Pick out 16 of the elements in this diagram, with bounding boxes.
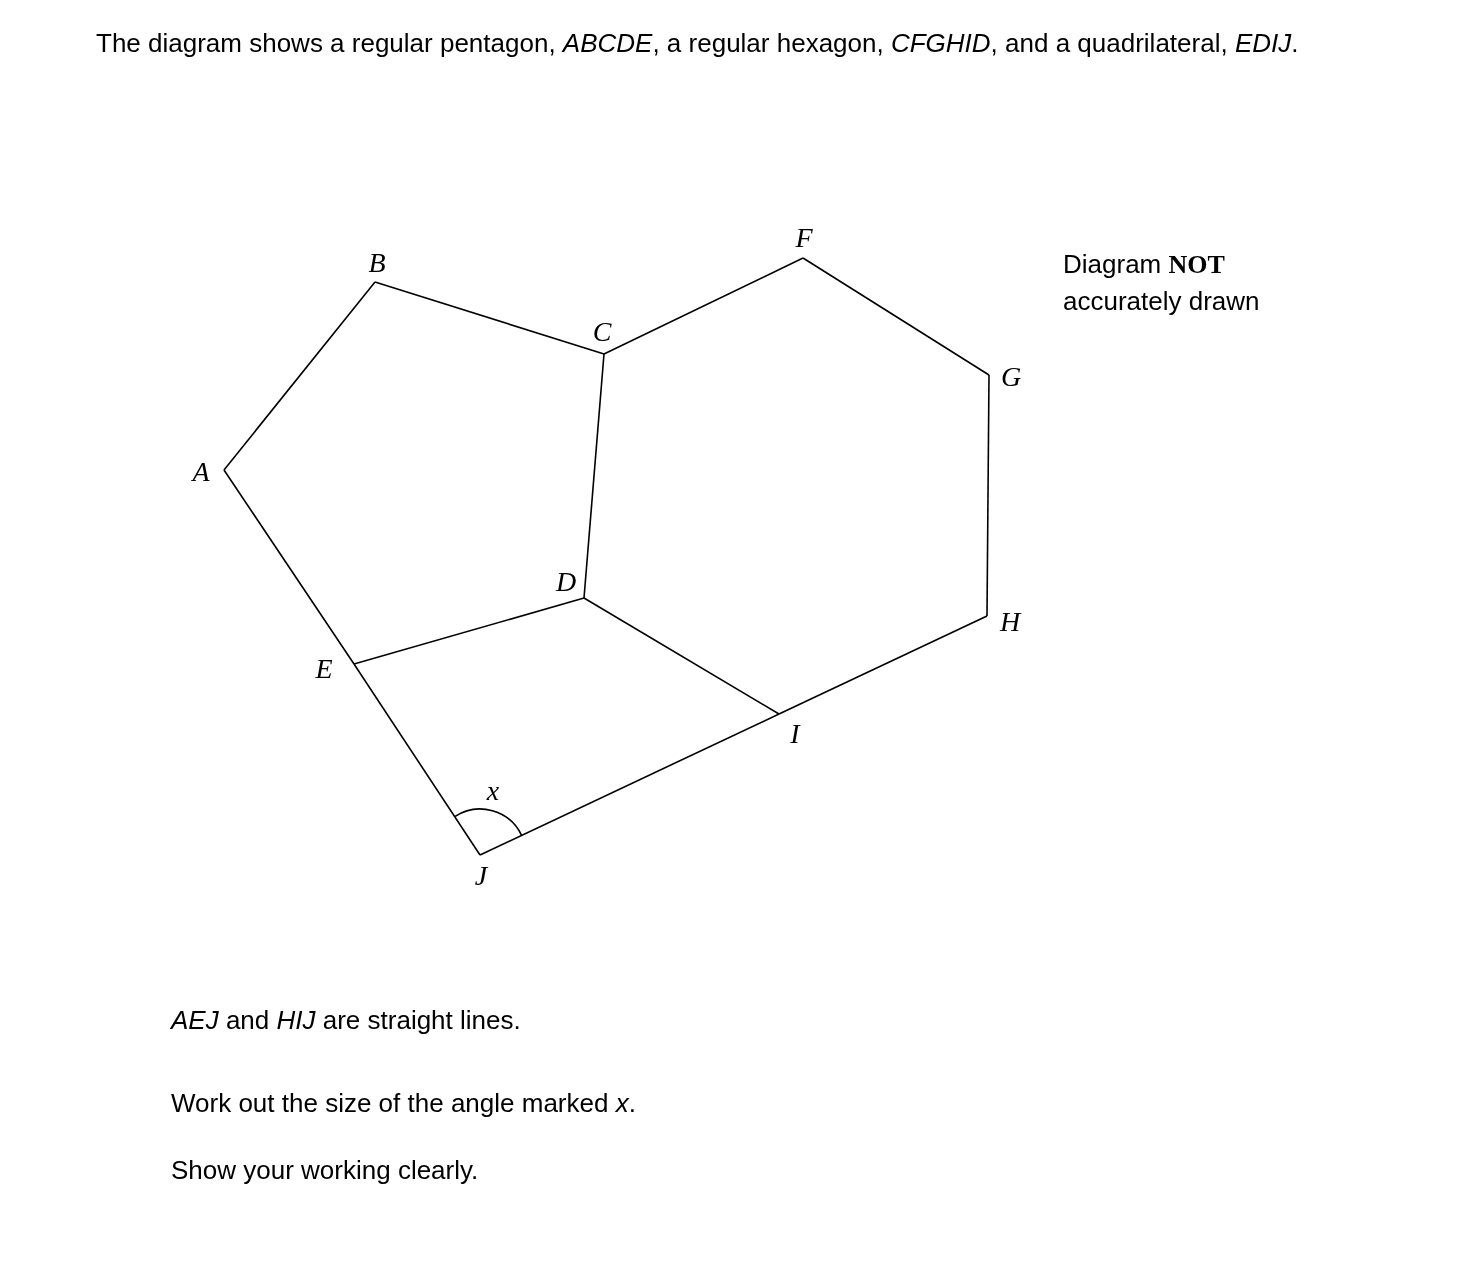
vertex-label: A <box>192 458 210 486</box>
vertex-label: D <box>555 568 577 596</box>
question-text: AEJ and HIJ are straight lines. <box>171 1005 521 1036</box>
question-text: Show your working clearly. <box>171 1155 479 1186</box>
diagram-note: Diagram NOT accurately drawn <box>1063 248 1261 318</box>
question-text: The diagram shows a regular pentagon, ABCDE, a regular hexagon, CFGHID, and a quadrilateral, EDIJ. <box>96 27 1300 60</box>
question-text: Work out the size of the angle marked x. <box>171 1088 636 1119</box>
vertex-label: B <box>368 249 386 277</box>
vertex-label: I <box>790 720 800 748</box>
vertex-label: J <box>474 862 488 890</box>
vertex-label: E <box>315 655 333 683</box>
vertex-label: F <box>795 224 813 252</box>
vertex-label: C <box>592 318 612 346</box>
vertex-label: G <box>1000 363 1022 391</box>
vertex-label: H <box>999 608 1021 636</box>
vertex-label: x <box>486 777 500 805</box>
